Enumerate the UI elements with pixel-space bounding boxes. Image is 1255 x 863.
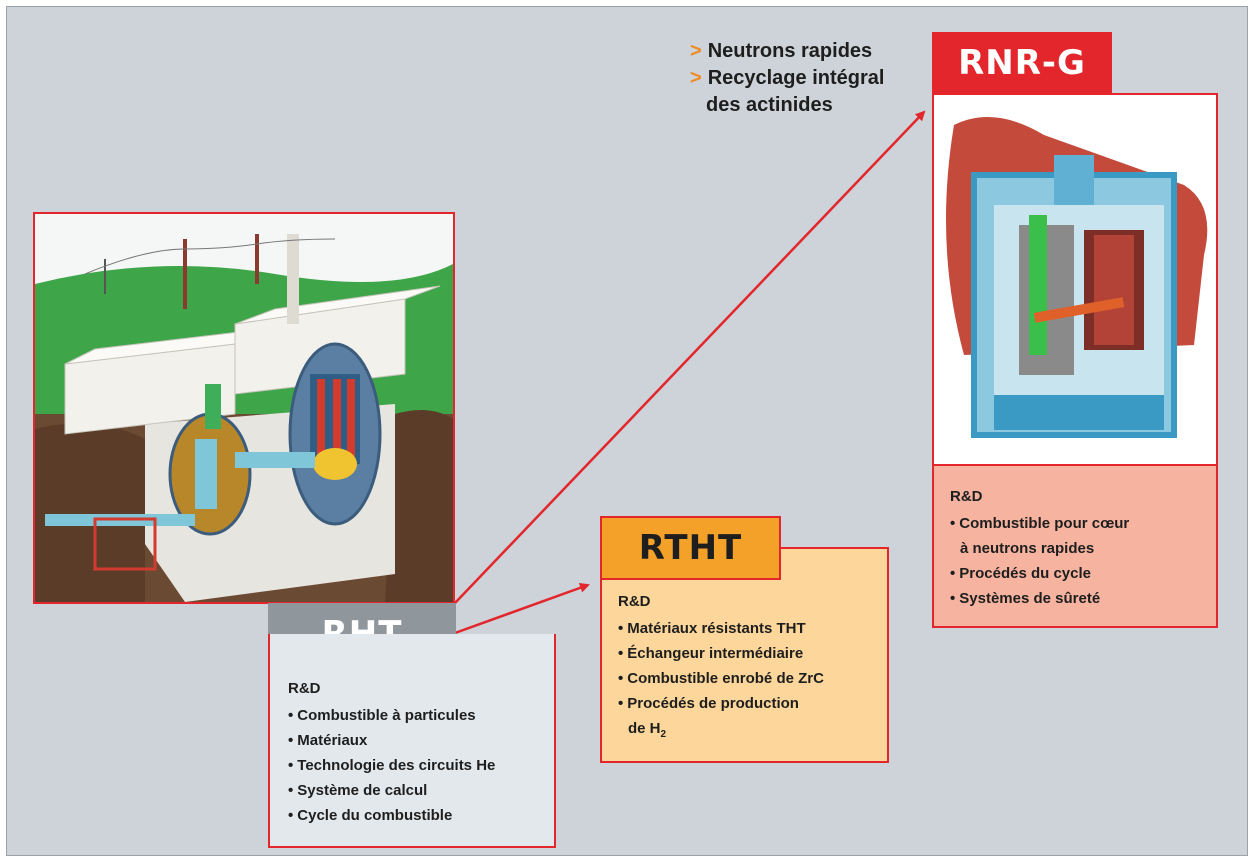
- rnrg-rd-title: R&D: [950, 488, 983, 505]
- rht-rd-panel: R&D •Combustible à particules •Matériaux…: [268, 634, 556, 848]
- chevron-right-icon: >: [690, 40, 702, 62]
- list-item: de H2: [628, 720, 667, 740]
- rht-rd-title: R&D: [288, 680, 321, 697]
- rtht-rd-title: R&D: [618, 593, 651, 610]
- rht-plant-illustration: [33, 212, 455, 604]
- rtht-rd-list: •Matériaux résistants THT •Échangeur int…: [618, 616, 887, 747]
- rnrg-rd-list: •Combustible pour cœur à neutrons rapide…: [950, 511, 1216, 611]
- reactor-plant-image: [35, 214, 453, 602]
- list-item: •Technologie des circuits He: [288, 757, 496, 774]
- list-item: •Procédés du cycle: [950, 565, 1091, 582]
- note-item-continuation: des actinides: [706, 94, 833, 116]
- list-item: •Système de calcul: [288, 782, 428, 799]
- list-item: •Matériaux: [288, 732, 368, 749]
- note-item: >Neutrons rapides: [690, 40, 873, 62]
- list-item: •Procédés de production: [618, 695, 799, 712]
- rht-title-tab-border: [268, 603, 556, 636]
- list-item: •Combustible enrobé de ZrC: [618, 670, 824, 687]
- arrow-rht-to-rnrg: [454, 110, 926, 604]
- rht-rd-list: •Combustible à particules •Matériaux •Te…: [288, 703, 554, 828]
- rnrg-reactor-illustration: [932, 93, 1218, 466]
- list-item: •Cycle du combustible: [288, 807, 453, 824]
- fast-reactor-image: [946, 117, 1208, 438]
- list-item: •Combustible à particules: [288, 707, 476, 724]
- chevron-right-icon: >: [690, 67, 702, 89]
- notes-list: >Neutrons rapides >Recyclage intégral de…: [690, 38, 884, 119]
- rtht-title-tab: RTHT: [600, 516, 781, 580]
- list-item: •Combustible pour cœur: [950, 515, 1130, 532]
- list-item: à neutrons rapides: [960, 540, 1095, 557]
- arrow-rht-to-rtht: [454, 583, 590, 635]
- rnrg-title-tab: RNR-G: [932, 32, 1112, 94]
- list-item: •Échangeur intermédiaire: [618, 645, 804, 662]
- rnrg-rd-panel: R&D •Combustible pour cœur à neutrons ra…: [932, 464, 1218, 628]
- list-item: •Matériaux résistants THT: [618, 620, 806, 637]
- list-item: •Systèmes de sûreté: [950, 590, 1101, 607]
- rtht-rd-panel: R&D •Matériaux résistants THT •Échangeur…: [600, 547, 889, 763]
- note-item: >Recyclage intégral: [690, 67, 885, 89]
